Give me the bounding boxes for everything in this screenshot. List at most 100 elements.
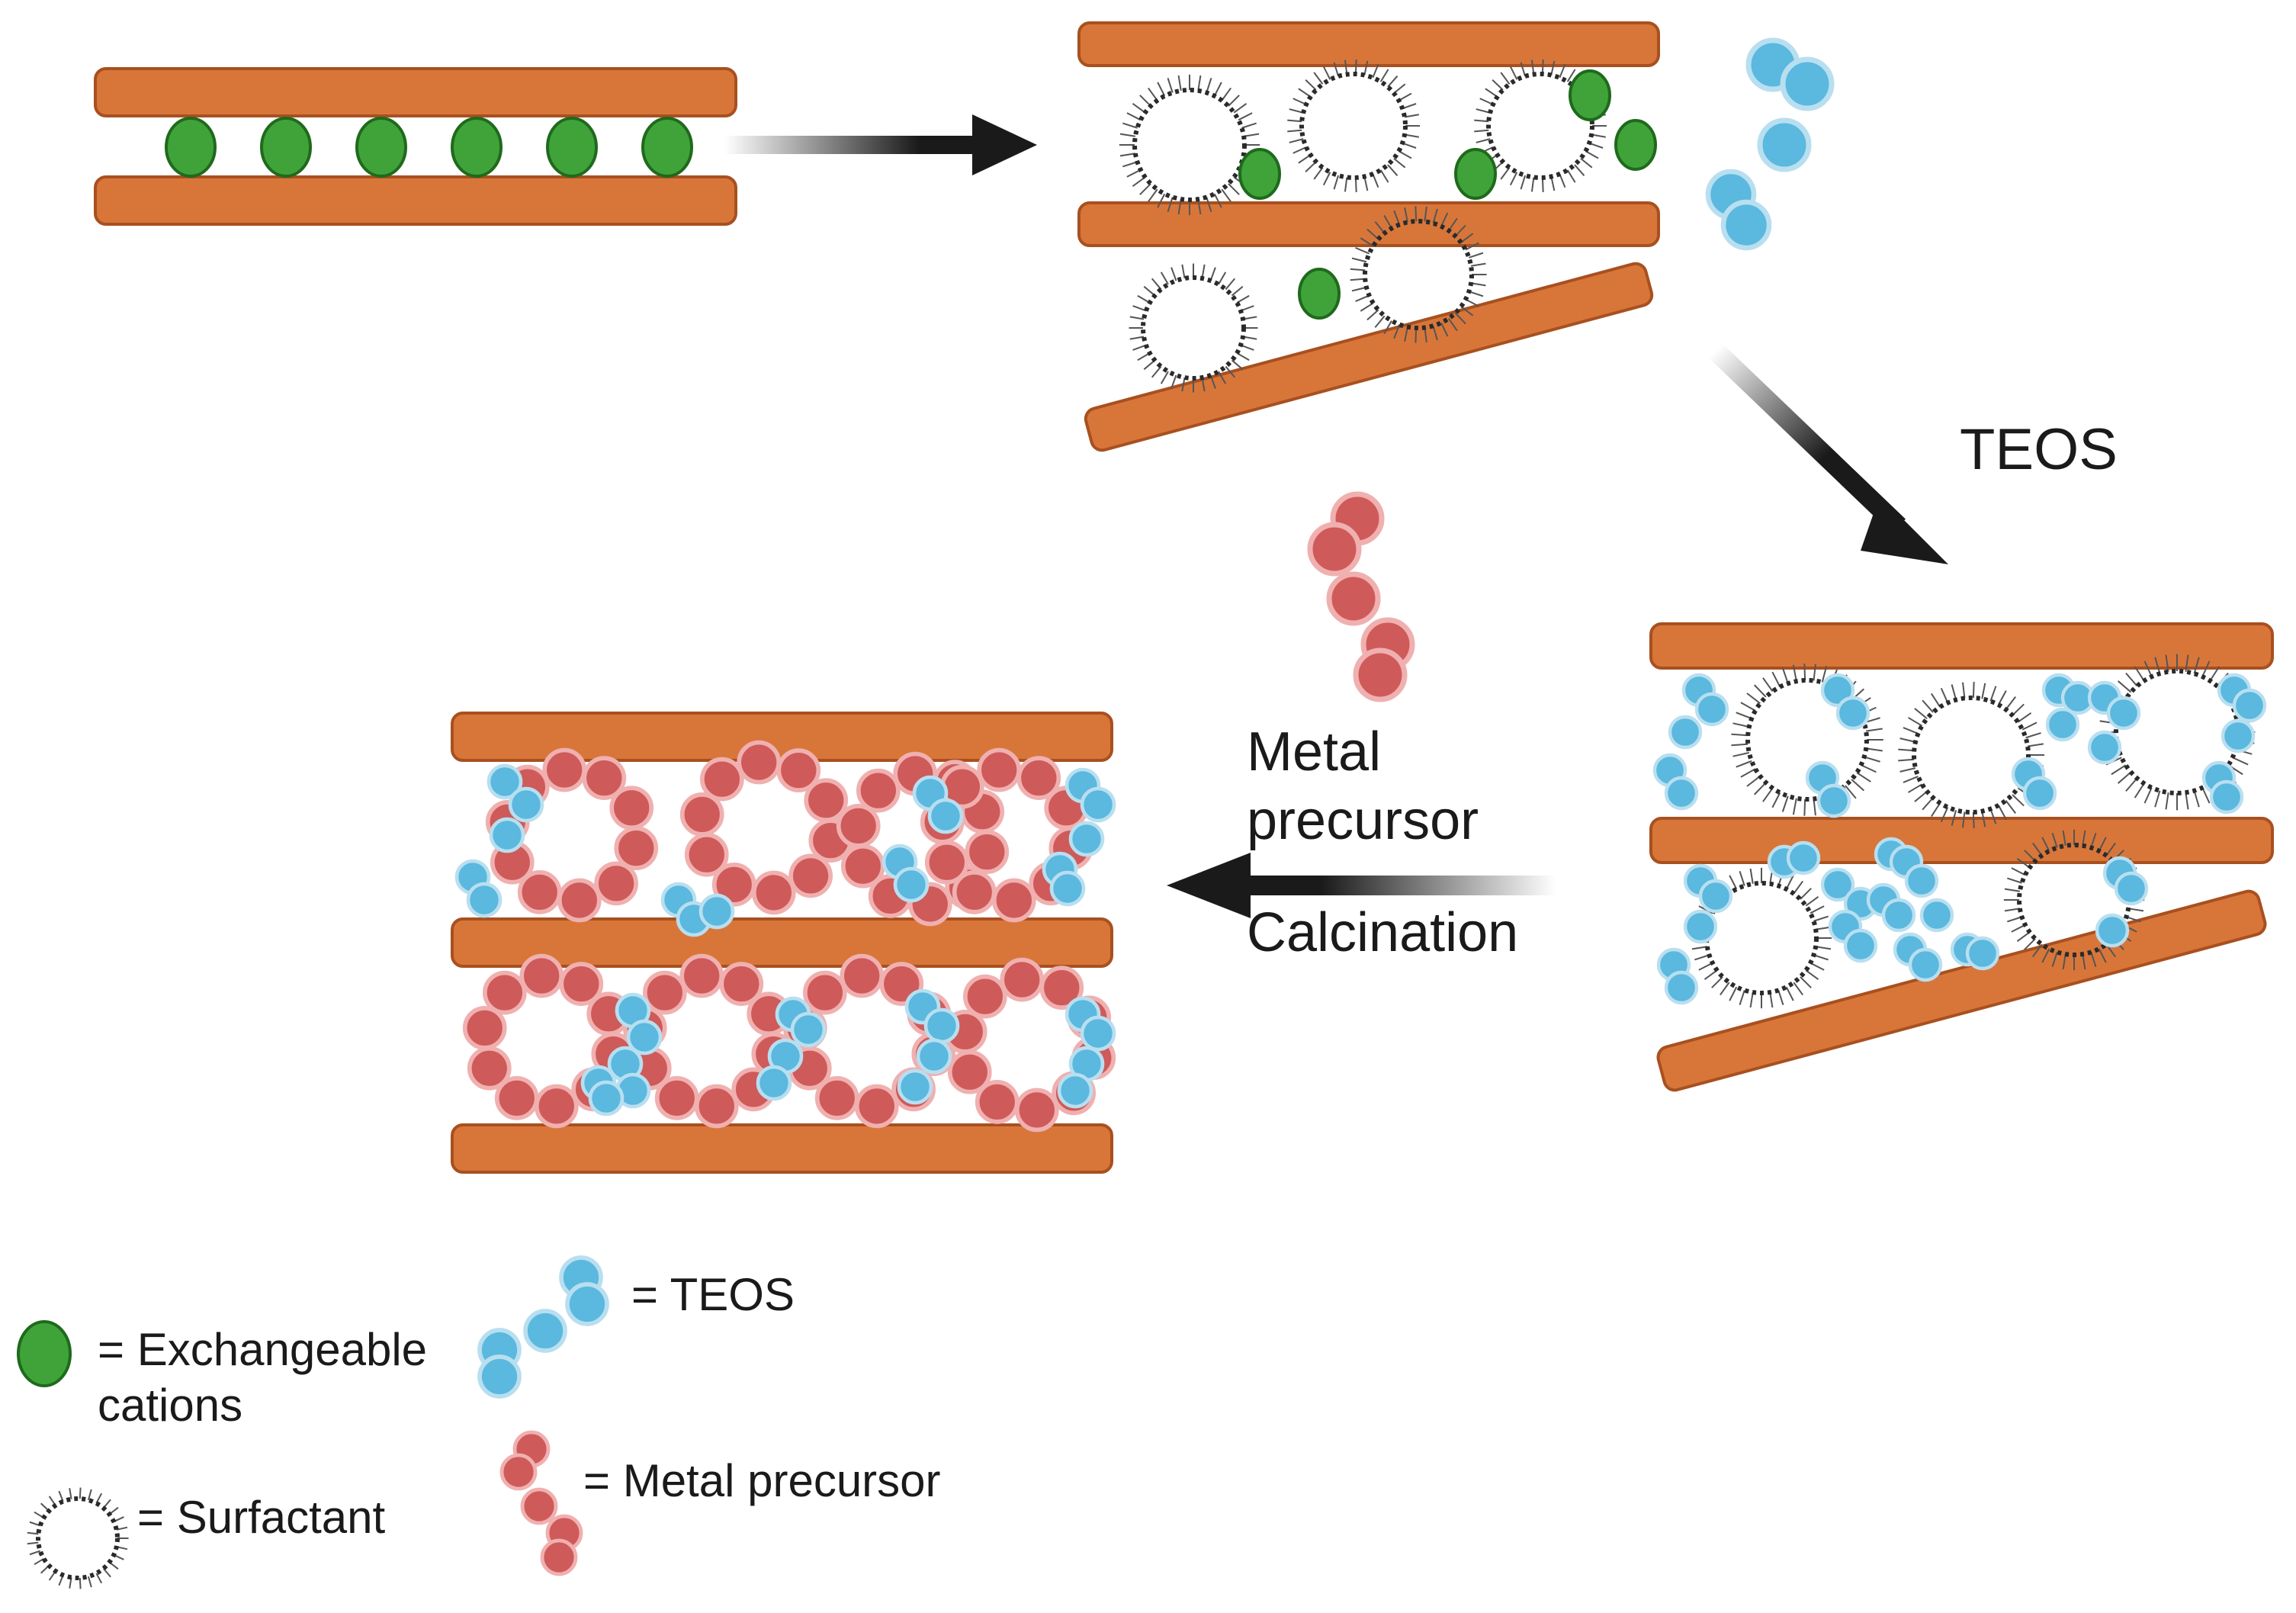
teos-bead — [1049, 870, 1086, 907]
metal-ring — [679, 740, 853, 915]
teos-molecule — [1820, 867, 1878, 963]
metal-bead — [977, 747, 1022, 792]
metal-bead — [1326, 571, 1381, 626]
clay-layer — [1084, 262, 1654, 452]
teos-bead — [1835, 696, 1871, 731]
teos-bead — [1843, 928, 1878, 963]
teos-bead — [916, 1038, 952, 1075]
metal-bead — [654, 1076, 699, 1120]
metal-bead — [609, 786, 654, 831]
teos-molecule — [486, 763, 544, 853]
metal-bead — [1039, 966, 1084, 1010]
teos-molecule — [881, 843, 930, 903]
teos-bead — [2232, 688, 2267, 723]
metal-bead — [594, 861, 639, 906]
surfactant-micelle — [27, 1487, 129, 1589]
metal-precursor-incoming — [1307, 491, 1415, 702]
metal-bead — [991, 878, 1036, 923]
teos-bead — [1881, 898, 1916, 933]
teos-molecule — [1065, 767, 1116, 857]
clay-layer — [1077, 21, 1660, 67]
clay-layer — [1077, 201, 1660, 247]
metal-bead — [840, 953, 885, 998]
metal-bead — [559, 962, 604, 1006]
teos-molecule — [2201, 760, 2244, 815]
surfactant-micelle — [1119, 74, 1260, 216]
metal-bead — [694, 1084, 739, 1129]
clay-layer — [1649, 622, 2274, 670]
metal-bead — [482, 970, 527, 1015]
metal-bead — [788, 853, 833, 898]
metal-bead — [947, 1049, 992, 1094]
metal-bead — [519, 953, 564, 998]
teos-bead — [893, 866, 930, 903]
teos-molecule — [1652, 753, 1699, 811]
teos-bead — [2095, 913, 2130, 948]
metal-bead — [1353, 647, 1408, 702]
metal-bead — [924, 840, 969, 885]
metal-bead — [1014, 1088, 1059, 1133]
metal-bead — [494, 1076, 539, 1120]
metal-bead — [854, 1084, 899, 1129]
cation — [17, 1320, 72, 1387]
teos-bead — [588, 1080, 625, 1117]
metal-bead — [737, 740, 782, 785]
teos-bead — [523, 1309, 567, 1353]
stage-teos-intercalated — [1649, 622, 2274, 1092]
teos-bead — [1965, 936, 2000, 971]
teos-bead — [1780, 56, 1835, 111]
surfactant-micelle — [1731, 664, 1883, 816]
legend-cations-line1: = Exchangeable — [98, 1324, 427, 1375]
metal-ring — [462, 953, 636, 1129]
surfactant-micelle — [1350, 206, 1487, 343]
teos-molecule — [1805, 760, 1851, 818]
teos-molecules-incoming — [1705, 37, 1835, 251]
metal-bead — [836, 804, 881, 848]
teos-bead — [927, 798, 964, 834]
teos-bead — [1904, 863, 1939, 898]
cation — [1454, 148, 1497, 200]
teos-bead — [790, 1011, 827, 1048]
metal-precursor-molecule — [1307, 491, 1415, 702]
metal-bead — [1016, 756, 1061, 800]
teos-bead — [508, 786, 544, 823]
calcination-label: Calcination — [1247, 902, 1518, 963]
metal-bead — [540, 1538, 578, 1576]
metal-bead — [719, 962, 764, 1006]
teos-molecules — [1652, 673, 2267, 1005]
teos-bead — [1757, 117, 1812, 172]
teos-bead — [2221, 718, 2256, 753]
teos-bead — [2114, 871, 2149, 906]
metal-bead — [679, 953, 724, 998]
teos-bead — [1080, 786, 1116, 823]
legend-cation-icon — [17, 1320, 72, 1387]
legend: = Exchangeable cations = Surfactant = TE… — [17, 1255, 941, 1589]
teos-molecule — [1767, 840, 1821, 879]
surfactant-micelles — [1119, 59, 1607, 393]
cation — [1614, 119, 1657, 171]
cation — [165, 117, 217, 178]
legend-teos-icon — [477, 1255, 609, 1399]
metal-bead — [534, 1084, 579, 1129]
teos-molecule — [1820, 673, 1871, 731]
surfactant-micelle — [1898, 682, 2044, 828]
teos-bead — [477, 1354, 522, 1399]
cation — [260, 117, 312, 178]
teos-molecule — [2041, 673, 2095, 742]
teos-bead — [1068, 821, 1105, 857]
metal-bead — [642, 970, 687, 1015]
cation — [1238, 148, 1281, 200]
teos-molecule — [2087, 680, 2141, 765]
metal-bead — [462, 1006, 507, 1050]
teos-molecules — [454, 763, 1116, 1117]
teos-bead — [1816, 783, 1851, 818]
teos-molecule — [2011, 757, 2057, 811]
clay-layers — [1077, 21, 1660, 452]
teos-molecule — [1042, 851, 1086, 907]
cation — [451, 117, 503, 178]
teos-bead — [466, 882, 503, 918]
teos-bead — [486, 763, 523, 800]
cation — [546, 117, 598, 178]
metal-bead — [520, 1487, 558, 1525]
